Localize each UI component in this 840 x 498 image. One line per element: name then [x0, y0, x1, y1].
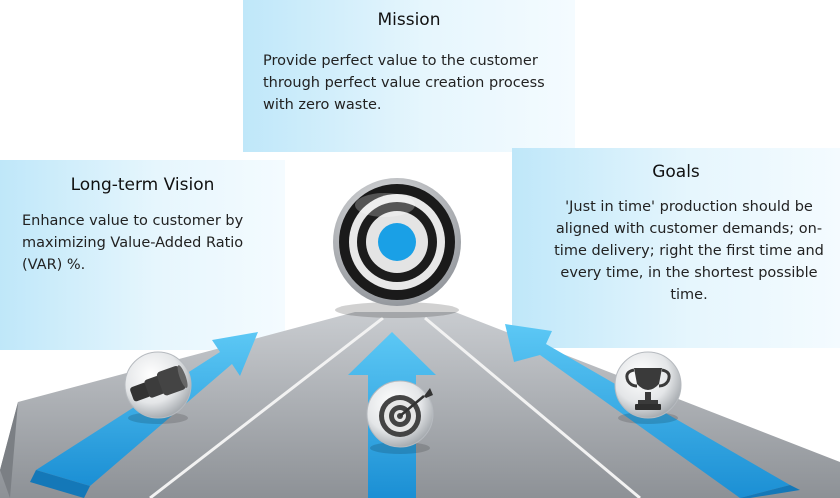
bullseye-target-icon [333, 178, 461, 318]
goals-title: Goals [652, 162, 700, 182]
vision-box: Long-term Vision Enhance value to custom… [0, 160, 285, 350]
mission-text: Provide perfect value to the customer th… [263, 53, 545, 113]
dart-target-icon [366, 380, 434, 454]
trophy-icon [614, 351, 682, 424]
vision-title: Long-term Vision [70, 175, 215, 195]
mission-title: Mission [377, 10, 441, 30]
goals-text: 'Just in time' production should be alig… [554, 199, 824, 303]
mission-box: Mission Provide perfect value to the cus… [243, 0, 575, 152]
goals-box: Goals 'Just in time' production should b… [512, 148, 840, 348]
telescope-icon [124, 351, 192, 424]
vision-text: Enhance value to customer by maximizing … [22, 213, 244, 273]
